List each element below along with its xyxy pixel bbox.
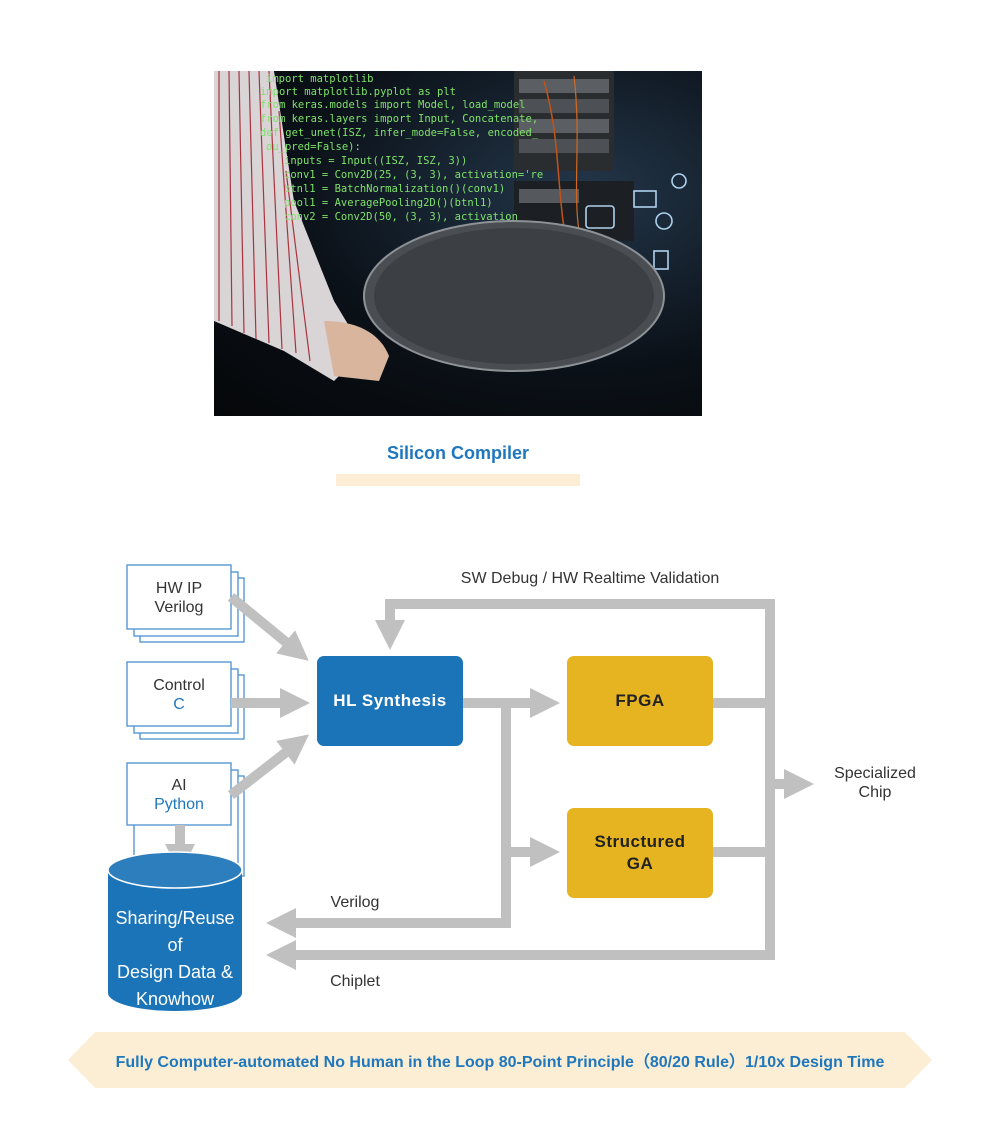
- arrow-hwip-to-hls: [227, 593, 309, 661]
- principle-banner-text: Fully Computer-automated No Human in the…: [115, 1054, 885, 1071]
- database-cylinder: [107, 851, 243, 1011]
- arrow-verilog-to-database: [266, 852, 511, 938]
- fpga-label: FPGA: [615, 691, 665, 710]
- svg-text:ou_pred=False):: ou_pred=False):: [266, 141, 361, 153]
- svg-text:from keras.models import Model: from keras.models import Model, load_mod…: [260, 99, 526, 111]
- hl-synthesis-box: HL Synthesis: [317, 656, 463, 746]
- doc-stack-hwip: [126, 564, 245, 643]
- svg-text:import matplotlib: import matplotlib: [266, 73, 373, 85]
- caption-underline: [336, 474, 580, 486]
- arrow-chiplet-to-database: [266, 698, 775, 970]
- chiplet-label: Chiplet: [330, 973, 380, 990]
- svg-text:conv2 = Conv2D(50, (3, 3), act: conv2 = Conv2D(50, (3, 3), activation: [284, 211, 518, 223]
- hl-synthesis-label: HL Synthesis: [333, 691, 447, 710]
- svg-text:from keras.layers import Input: from keras.layers import Input, Concaten…: [260, 113, 538, 125]
- svg-text:btnl1 = BatchNormalization()(c: btnl1 = BatchNormalization()(conv1): [284, 183, 505, 195]
- feedback-label: SW Debug / HW Realtime Validation: [460, 570, 720, 587]
- arrow-feedback-to-hls: [375, 599, 775, 703]
- code-overlay: import matplotlib import matplotlib.pypl…: [260, 73, 543, 223]
- svg-text:pool1 = AveragePooling2D()(btn: pool1 = AveragePooling2D()(btnl1): [284, 197, 493, 209]
- silicon-wafer-photo: import matplotlib import matplotlib.pypl…: [214, 71, 702, 416]
- arrow-ai-to-hls: [227, 734, 310, 799]
- photo-caption: Silicon Compiler: [386, 443, 530, 463]
- svg-text:import matplotlib.pyplot as pl: import matplotlib.pyplot as plt: [260, 86, 456, 98]
- photo-illustration: import matplotlib import matplotlib.pypl…: [214, 71, 687, 381]
- svg-text:def get_unet(ISZ, infer_mode=F: def get_unet(ISZ, infer_mode=False, enco…: [260, 127, 539, 139]
- verilog-label: Verilog: [330, 894, 380, 911]
- principle-banner: [68, 1032, 932, 1088]
- arrow-hls-to-structured-ga: [501, 703, 560, 867]
- hand: [324, 321, 389, 381]
- svg-text:conv1 = Conv2D(25, (3, 3), act: conv1 = Conv2D(25, (3, 3), activation='r…: [284, 169, 543, 181]
- doc-stack-control: [126, 661, 245, 740]
- fpga-box: FPGA: [567, 656, 713, 746]
- svg-text:inputs = Input((ISZ, ISZ, 3)): inputs = Input((ISZ, ISZ, 3)): [284, 155, 467, 167]
